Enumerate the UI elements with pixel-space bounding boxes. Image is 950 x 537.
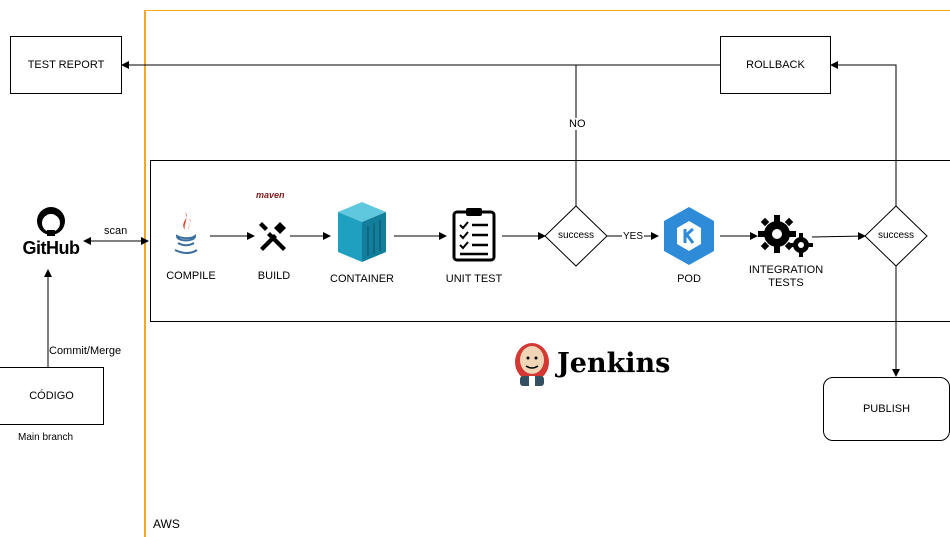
- integration-label-line1: INTEGRATION: [748, 264, 824, 276]
- decision-1-label: success: [557, 230, 595, 241]
- aws-region-border: [144, 10, 950, 537]
- checklist-icon: [448, 206, 500, 262]
- test-report-box: TEST REPORT: [10, 36, 122, 94]
- compile-label: COMPILE: [166, 270, 216, 282]
- commit-label: Commit/Merge: [49, 345, 122, 357]
- decision-2-label: success: [877, 230, 915, 241]
- yes-label: YES: [622, 231, 645, 242]
- build-tools-icon: [256, 218, 290, 252]
- gears-icon: [757, 214, 815, 258]
- pipeline-container: [150, 160, 950, 322]
- aws-label: AWS: [153, 517, 180, 531]
- test-report-label: TEST REPORT: [27, 59, 105, 71]
- java-icon: [173, 210, 199, 256]
- rollback-label: ROLLBACK: [746, 59, 805, 71]
- github-icon: [37, 207, 65, 236]
- github-wordmark: GitHub: [22, 238, 81, 258]
- github-logo: GitHub: [20, 204, 82, 266]
- unit-test-label: UNIT TEST: [445, 273, 503, 285]
- container-icon: [330, 202, 394, 264]
- rollback-box: ROLLBACK: [720, 36, 831, 94]
- codigo-label: CÓDIGO: [29, 390, 74, 402]
- codigo-box: CÓDIGO: [0, 367, 104, 425]
- container-label: CONTAINER: [330, 273, 394, 285]
- decision-diamond-1: [544, 205, 608, 267]
- decision-diamond-2: [864, 205, 928, 267]
- scan-label: scan: [104, 225, 128, 237]
- pod-label: POD: [677, 273, 701, 285]
- publish-label: PUBLISH: [862, 403, 911, 415]
- build-label: BUILD: [257, 270, 291, 282]
- jenkins-wordmark: Jenkins: [557, 348, 671, 379]
- main-branch-label: Main branch: [18, 432, 74, 443]
- jenkins-butler-icon: [510, 340, 554, 388]
- integration-label-line2: TESTS: [768, 277, 804, 289]
- maven-wordmark: maven: [256, 190, 285, 200]
- pod-icon: [658, 205, 720, 267]
- no-label: NO: [568, 118, 587, 130]
- publish-box: PUBLISH: [823, 377, 950, 441]
